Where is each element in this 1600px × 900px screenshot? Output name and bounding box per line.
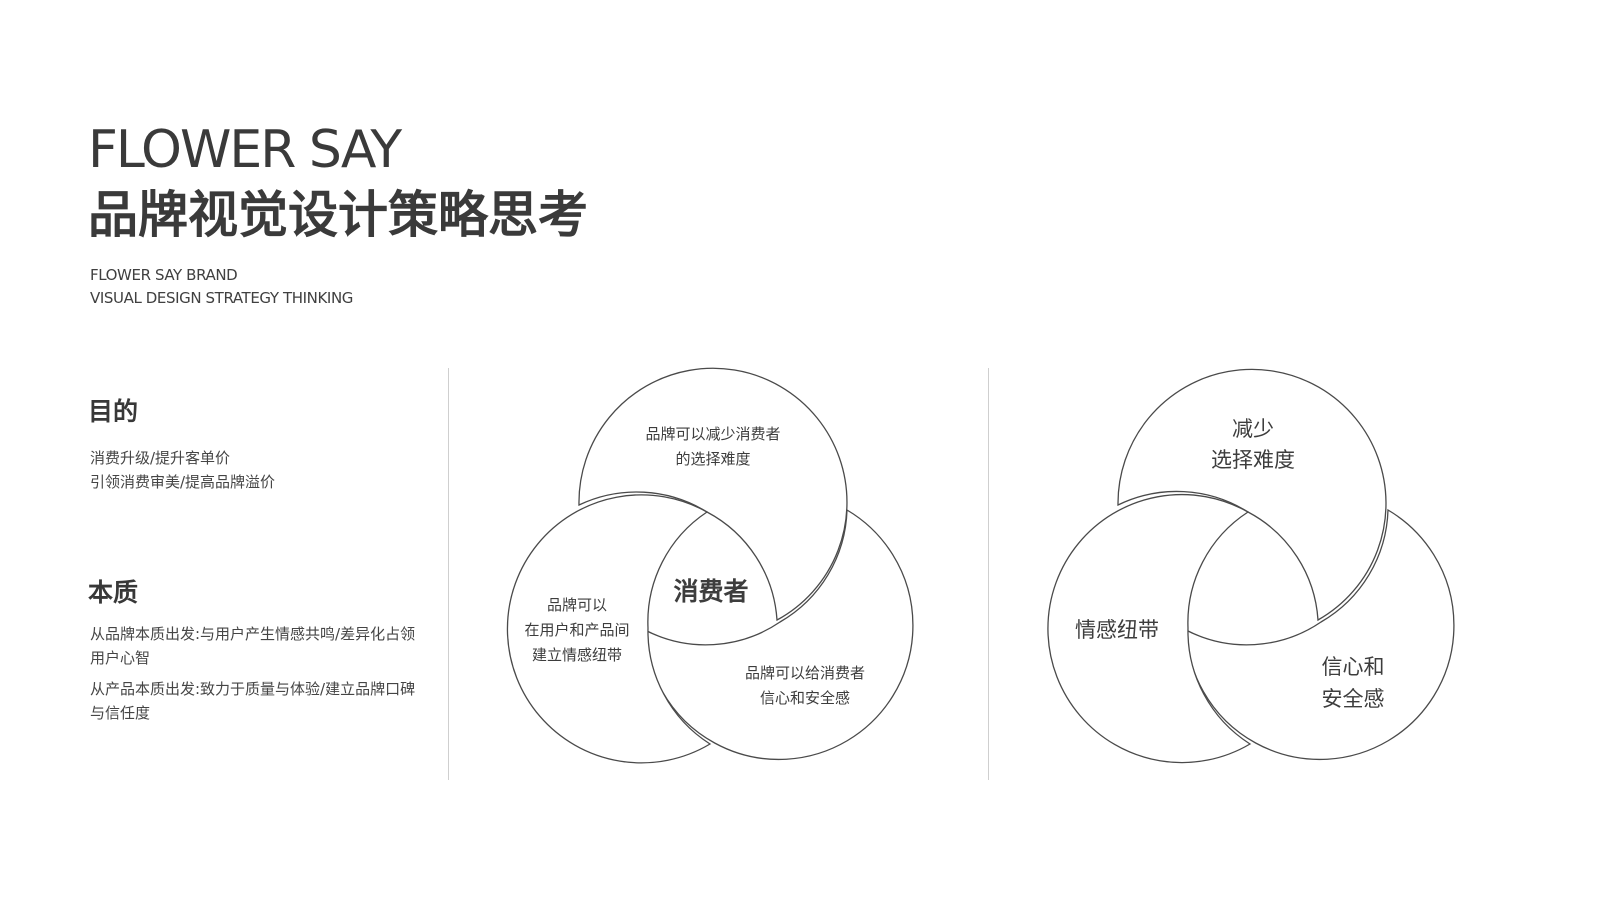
column-divider-right [988,368,989,780]
diagram-left-right-line-2: 信心和安全感 [760,689,850,707]
purpose-heading: 目的 [88,397,139,426]
purpose-body: 消费升级/提升客单价 引领消费审美/提高品牌溢价 [90,446,420,494]
column-divider-left [448,368,449,780]
diagram-left: 消费者 品牌可以减少消费者 的选择难度 品牌可以 在用户和产品间 建立情感纽带 … [506,367,914,764]
diagram-left-right-line-1: 品牌可以给消费者 [745,664,865,682]
page-title: 品牌视觉设计策略思考 [88,186,588,244]
essence-heading: 本质 [88,578,139,607]
diagram-right-left-label: 情感纽带 [1075,618,1159,642]
diagram-left-left-line-3: 建立情感纽带 [532,646,622,664]
diagram-right-top-line-1: 减少 [1232,417,1274,441]
purpose-line-2: 引领消费审美/提高品牌溢价 [90,473,276,491]
diagram-right: 减少 选择难度 情感纽带 信心和 安全感 [1047,368,1455,764]
essence-body: 从品牌本质出发:与用户产生情感共鸣/差异化占领用户心智 从产品本质出发:致力于质… [90,622,420,725]
brand-title: FLOWER SAY [88,120,402,180]
diagram-right-circle-bottom-right [1185,508,1455,760]
diagram-right-right-line-1: 信心和 [1322,655,1385,679]
diagram-left-left-line-1: 品牌可以 [547,596,607,614]
diagram-right-right-line-2: 安全感 [1322,687,1385,711]
subtitle-line-1: FLOWER SAY BRAND [90,266,238,284]
essence-paragraph-2: 从产品本质出发:致力于质量与体验/建立品牌口碑与信任度 [90,680,416,722]
diagram-right-top-line-2: 选择难度 [1211,448,1295,472]
essence-paragraph-1: 从品牌本质出发:与用户产生情感共鸣/差异化占领用户心智 [90,625,416,667]
diagram-right-circle-left [1047,493,1252,764]
diagram-left-top-line-1: 品牌可以减少消费者 [645,425,780,443]
page-subtitle: FLOWER SAY BRAND VISUAL DESIGN STRATEGY … [90,264,353,310]
diagram-left-center-label: 消费者 [673,577,748,606]
purpose-line-1: 消费升级/提升客单价 [90,449,231,467]
diagram-left-top-line-2: 的选择难度 [675,450,750,468]
diagram-left-circle-bottom-right [644,508,914,760]
diagram-left-circle-left [506,494,712,764]
diagram-left-left-line-2: 在用户和产品间 [524,621,629,639]
subtitle-line-2: VISUAL DESIGN STRATEGY THINKING [90,289,353,307]
